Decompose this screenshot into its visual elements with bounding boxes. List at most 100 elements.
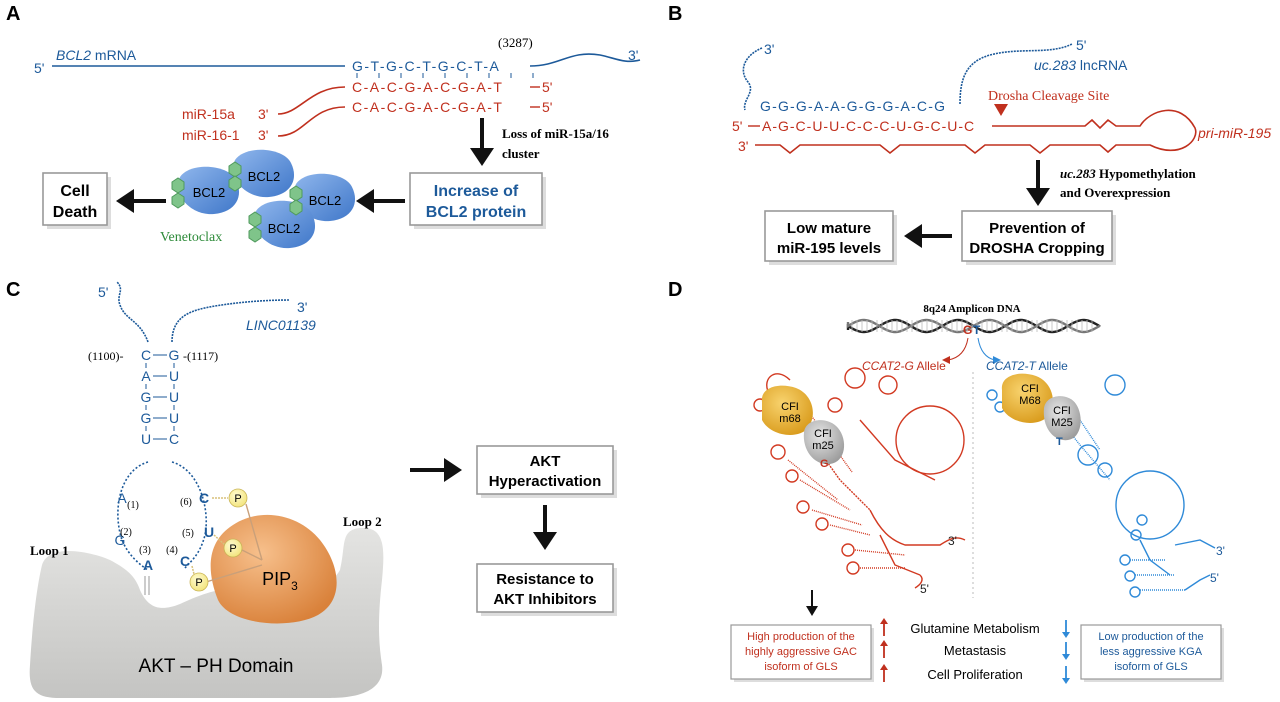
arrow-d-down: [806, 590, 818, 616]
mir161-5prime: 5': [542, 99, 552, 115]
panel-c-label: C: [6, 279, 20, 301]
phosphates: PPP: [189, 488, 248, 592]
arrow-to-t-allele: [977, 337, 996, 361]
down-arrow-head: [1062, 678, 1070, 684]
ccat-t-suffix: Allele: [1036, 359, 1068, 373]
t-nucleotide: T: [1056, 436, 1063, 448]
cfi-m68-g-line1: CFI: [781, 401, 799, 413]
arrow-to-death: [116, 189, 166, 213]
low-text-2: miR-195 levels: [777, 240, 881, 257]
pip-subscript: 3: [291, 579, 298, 593]
increase-text-1: Increase of: [434, 183, 519, 200]
pri-sequence: A-G-C-U-U-C-C-C-U-G-C-U-C: [762, 118, 975, 134]
hypo-text-1: uc.283 Hypomethylation: [1060, 166, 1197, 181]
prevention-text-2: DROSHA Cropping: [969, 240, 1104, 257]
phosphate-label: P: [195, 577, 202, 589]
mrna-sequence: G-T-G-C-T-G-C-T-A: [352, 58, 500, 74]
mir161-strand: [277, 106, 346, 137]
stem-left-nt: C: [141, 347, 151, 363]
pri-3prime: 3': [738, 138, 748, 154]
linc-5prime: 5': [98, 284, 108, 300]
t-end3: 3': [1216, 544, 1225, 558]
allele-t-letter: T: [973, 323, 981, 337]
dna-helix: [846, 318, 1101, 334]
base-pair-ticks-a: [356, 73, 534, 78]
loop-nt: A: [143, 557, 153, 573]
down-arrow-head: [1062, 654, 1070, 660]
loop-nt-number: (3): [139, 545, 151, 556]
loop-nt-number: (6): [180, 497, 192, 508]
increase-bcl2-box: Increase of BCL2 protein: [409, 172, 546, 229]
mrna-gene-name: BCL2: [56, 47, 91, 63]
resist-text-2: AKT Inhibitors: [493, 591, 596, 608]
loss-text-1: Loss of miR-15a/16: [502, 126, 609, 141]
mir15a-sequence: C-A-C-G-A-C-G-A-T: [352, 79, 503, 95]
loss-text-2: cluster: [502, 146, 540, 161]
low-production-box: Low production of the less aggressive KG…: [1080, 624, 1224, 682]
stem-right-nt: U: [169, 368, 179, 384]
loop-right-arc: [171, 461, 207, 569]
panel-a-label: A: [6, 3, 20, 25]
akt-ph-domain: [29, 527, 384, 698]
arrow-to-low: [904, 224, 952, 248]
bcl2-label-4: BCL2: [268, 221, 301, 236]
pos-right: -(1117): [183, 349, 218, 363]
outcome-glutamine: Glutamine Metabolism: [910, 621, 1039, 636]
stem-left-nt: A: [141, 368, 151, 384]
lnc-3-tail: [742, 47, 763, 111]
high-text-3: isoform of GLS: [764, 661, 837, 673]
cfi-g-proteins: CFI m68 CFI m25 G: [761, 385, 845, 470]
mir161-3prime: 3': [258, 127, 268, 143]
phosphate-circle: [189, 572, 209, 592]
hyper-text-1: AKT: [530, 453, 561, 470]
stem-left-nt: G: [141, 410, 152, 426]
mir15a-5prime: 5': [542, 79, 552, 95]
panel-b: B 3' 5' uc.283 lncRNA G-G-G-A-A-G-G-G-A-…: [668, 3, 1271, 265]
resist-text-1: Resistance to: [496, 571, 594, 588]
panel-d: D 8q24 Amplicon DNA G T CCAT2-G Allele C…: [668, 279, 1225, 684]
mir15a-label: miR-15a: [182, 106, 235, 122]
cfi-m68-g-line2: m68: [779, 413, 800, 425]
cfi-m68-t-line1: CFI: [1021, 383, 1039, 395]
pri-5prime: 5': [732, 118, 742, 134]
hypo-line1: Hypomethylation: [1096, 166, 1197, 181]
lnc-suffix: lncRNA: [1076, 57, 1128, 73]
pip-text: PIP: [262, 569, 291, 589]
up-arrow-head: [880, 640, 888, 646]
prevention-text-1: Prevention of: [989, 220, 1086, 237]
loop-nt-number: (1): [127, 500, 139, 511]
venetoclax-molecules: [171, 161, 303, 243]
akt-hyperactivation-box: AKT Hyperactivation: [476, 445, 617, 498]
pri-mir-name: pri-miR-195: [1197, 125, 1271, 141]
loop-nt-number: (5): [182, 528, 194, 539]
mrna-5prime: 5': [34, 60, 44, 76]
outcome-proliferation: Cell Proliferation: [927, 667, 1022, 682]
mir161-label: miR-16-1: [182, 127, 240, 143]
t-end5: 5': [1210, 571, 1219, 585]
loop-nt: C: [180, 553, 190, 569]
linc-5-strand: [116, 281, 149, 343]
hypo-text-2: and Overexpression: [1060, 185, 1171, 200]
drosha-cleavage-marker: [994, 104, 1008, 116]
lnc-sequence: G-G-G-A-A-G-G-G-A-C-G: [760, 98, 946, 114]
ccat-t-name: CCAT2-T: [986, 359, 1037, 373]
arrow-to-resistance: [533, 505, 557, 550]
mir15a-strand: [277, 86, 346, 115]
increase-text-2: BCL2 protein: [426, 204, 526, 221]
prevention-box: Prevention of DROSHA Cropping: [961, 210, 1116, 265]
up-arrow-head: [880, 618, 888, 624]
venetoclax-label: Venetoclax: [160, 230, 222, 245]
pip3-molecule: [210, 514, 337, 624]
bcl2-label-2: BCL2: [248, 169, 281, 184]
stem-left-nt: U: [141, 431, 151, 447]
ccat-t-label: CCAT2-T Allele: [986, 359, 1068, 373]
mrna-position: (3287): [498, 35, 533, 50]
g-end3: 3': [948, 534, 957, 548]
panel-a: A 5' BCL2 mRNA 3' (3287) G-T-G-C-T-G-C-T…: [6, 3, 641, 249]
bcl2-protein-2: BCL2: [233, 149, 295, 198]
allele-g-letter: G: [963, 323, 972, 337]
bcl2-label-3: BCL2: [309, 193, 342, 208]
ccat-g-label: CCAT2-G Allele: [862, 359, 946, 373]
loop-nt-number: (4): [166, 545, 178, 556]
